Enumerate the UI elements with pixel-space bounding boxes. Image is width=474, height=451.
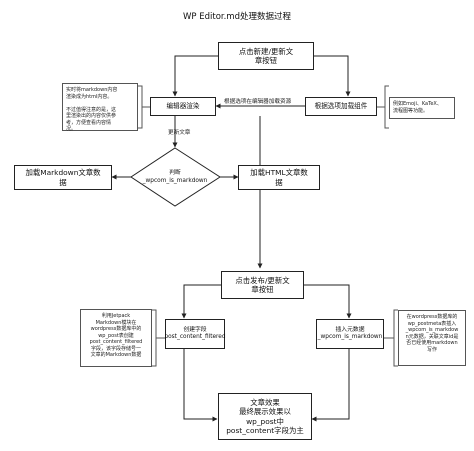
node-insert-meta: 插入元数据 _wpcom_is_markdown [316,319,384,349]
decision-diamond [130,147,221,207]
connector-publish-to-meta [304,284,352,319]
node-load-html: 加载HTML文章数 据 [238,165,320,190]
connector-field-to-result [183,348,218,422]
node-publish: 点击发布/更新文 章按钮 [221,271,304,299]
node-start: 点击新建/更新文 章按钮 [218,42,314,70]
note-right-bottom: 在wordpress数据库的 wp_postmeta表插入 _wpcom_is_… [398,310,466,366]
label-load-resources: 根据选项在编辑器加载资源 [224,99,292,105]
note-right-top: 例如Emoji、KaTeX、 流程图等功能。 [389,97,455,119]
node-result: 文章效果 最终展示效果以 wp_post中 post_content字段为主 [218,393,312,440]
connector-start-to-render [172,55,218,97]
node-resources: 根据选项加载组件 [305,97,377,116]
node-decision: 判断 _wpcom_is_markdown [142,170,208,184]
node-load-markdown: 加载Markdown文章数 据 [14,165,112,190]
connector-publish-to-field [181,284,221,319]
note-bracket-left-top [138,85,143,129]
node-render: 编辑器渲染 [150,97,216,116]
diagram-title: WP Editor.md处理数据过程 [183,12,291,22]
node-create-field: 创建字段 post_content_filtered [164,319,226,349]
note-left-top: 实时将markdown内容 渲染成为html内容。 不过值得注意的是，这 里渲染… [62,83,138,132]
connector-start-to-resources [314,55,351,97]
note-left-bottom: 利用Jetpack Markdown模块在 wordpress数据库中的 wp_… [80,309,152,367]
note-bracket-left-bottom [152,309,157,367]
label-update-article: 更新文章 [168,130,191,136]
connector-meta-to-result [311,348,350,422]
